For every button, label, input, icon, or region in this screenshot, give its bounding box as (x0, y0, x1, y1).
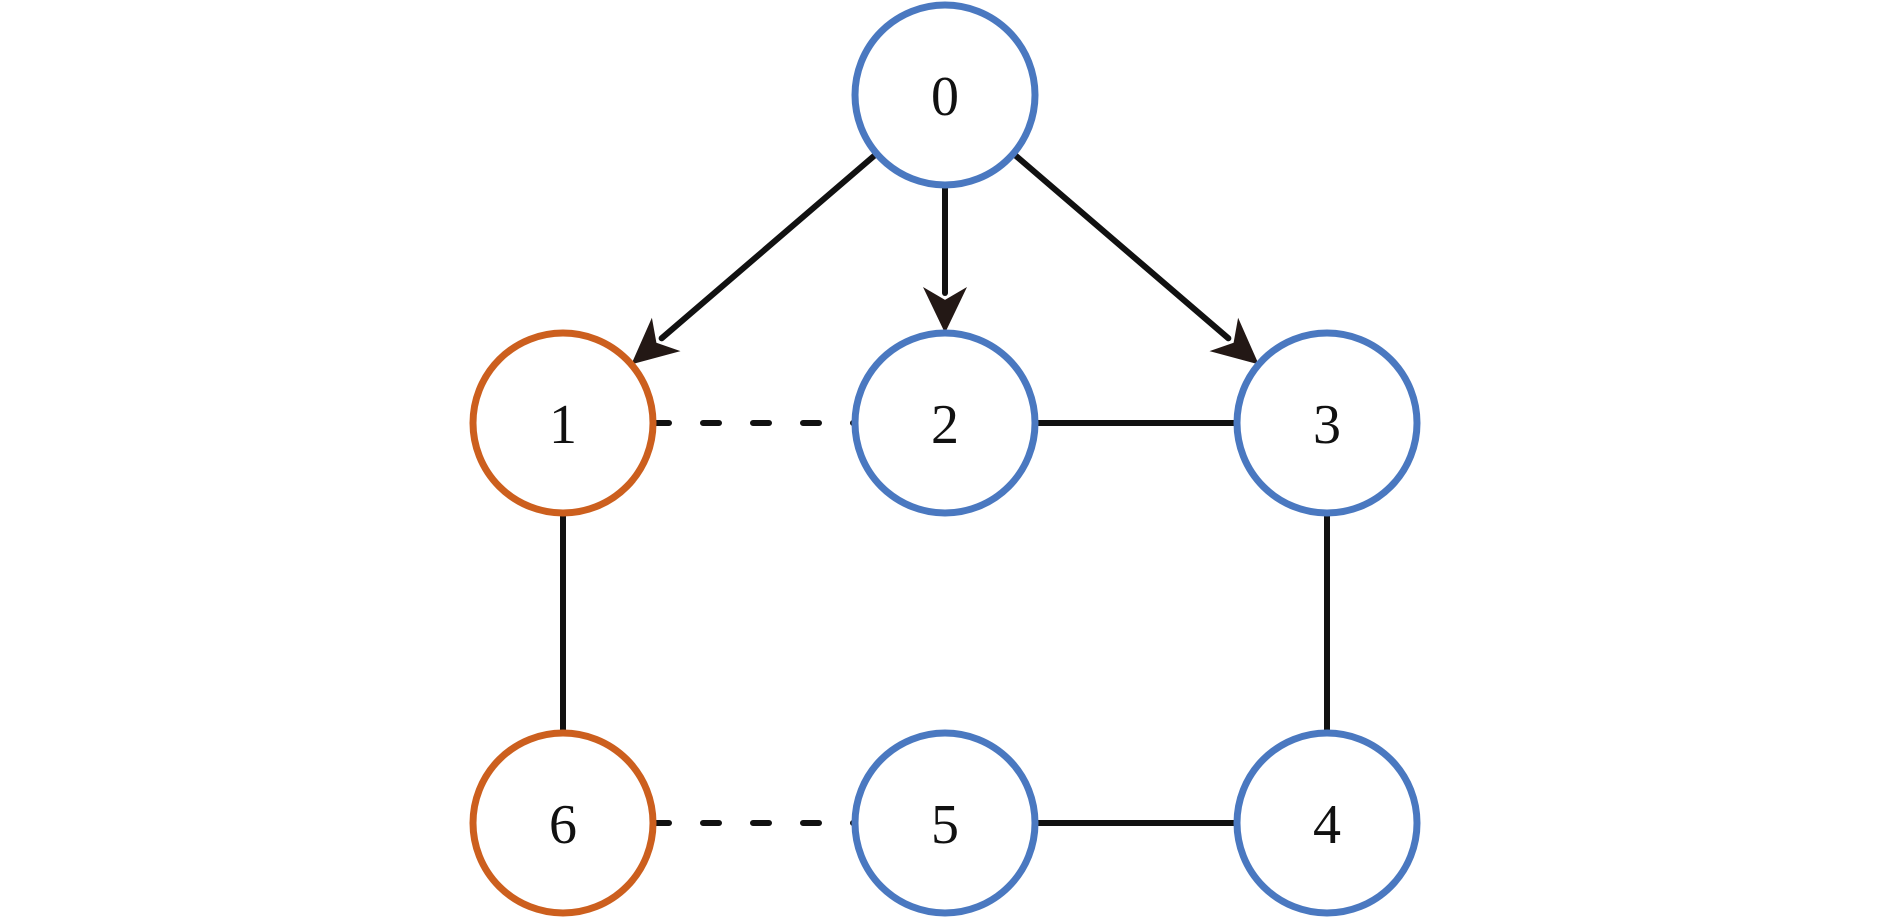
arrowhead-icon (923, 287, 967, 333)
edges-layer (560, 150, 1330, 826)
node-4: 4 (1233, 729, 1421, 917)
node-circle (851, 729, 1039, 917)
node-circle (1233, 329, 1421, 517)
node-label: 3 (1313, 394, 1341, 456)
node-1: 1 (469, 329, 657, 517)
node-label: 0 (931, 66, 959, 128)
solid-edge-line (1010, 150, 1232, 342)
node-circle (851, 329, 1039, 517)
edge-0-1 (631, 150, 880, 365)
node-0: 0 (851, 1, 1039, 189)
edge-0-3 (1010, 150, 1259, 365)
node-6: 6 (469, 729, 657, 917)
node-5: 5 (851, 729, 1039, 917)
arrowhead-icon (631, 317, 681, 365)
node-label: 6 (549, 794, 577, 856)
node-circle (469, 729, 657, 917)
nodes-layer: 0 1 2 3 4 5 6 (469, 1, 1421, 917)
node-circle (851, 1, 1039, 189)
node-label: 2 (931, 394, 959, 456)
edge-0-2 (923, 182, 967, 333)
arrowhead-icon (1209, 317, 1259, 365)
node-3: 3 (1233, 329, 1421, 517)
node-label: 1 (549, 394, 577, 456)
node-circle (1233, 729, 1421, 917)
node-2: 2 (851, 329, 1039, 517)
node-label: 5 (931, 794, 959, 856)
node-circle (469, 329, 657, 517)
solid-edge-line (658, 150, 880, 342)
node-label: 4 (1313, 794, 1341, 856)
